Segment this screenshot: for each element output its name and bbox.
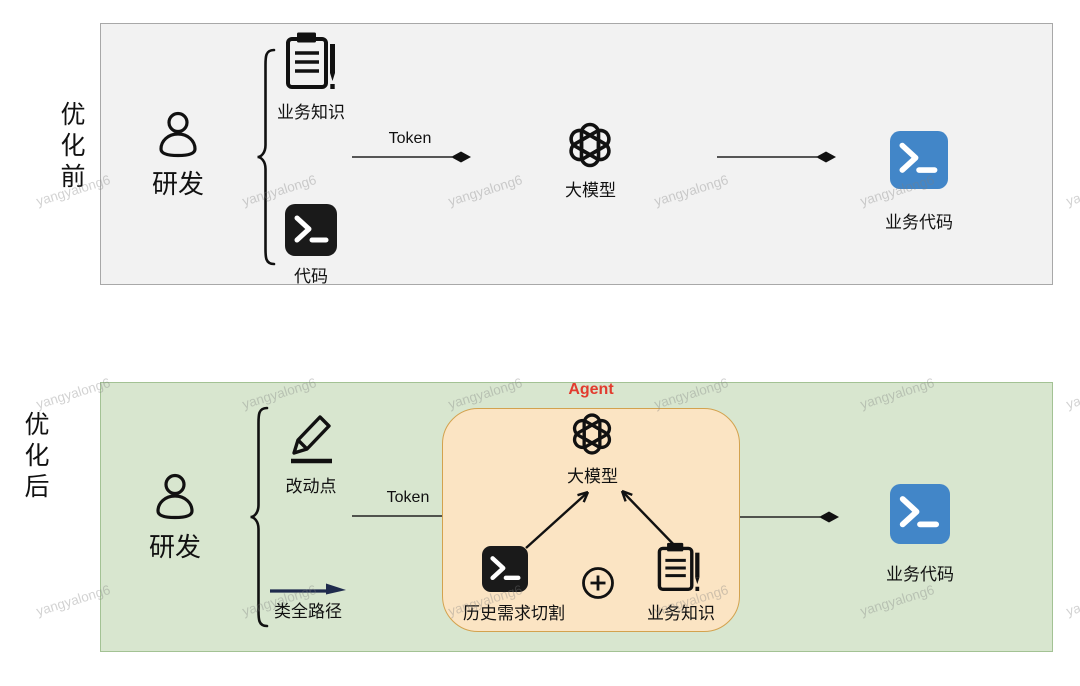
brace-icon	[256, 48, 278, 266]
person-icon	[150, 111, 206, 163]
terminal-icon	[285, 204, 337, 256]
output-label-before: 业务代码	[885, 213, 953, 232]
model-label-before: 大模型	[565, 181, 616, 200]
agent-title: Agent	[568, 381, 614, 398]
path-arrow-icon	[268, 580, 348, 598]
tool-to-model-arrows	[518, 484, 688, 556]
person-icon	[147, 473, 203, 525]
token-arrow-label-after: Token	[386, 489, 430, 506]
section-label-before: 优化前	[57, 101, 85, 194]
tool-label-business-knowledge: 业务知识	[647, 604, 715, 623]
openai-logo-icon	[564, 119, 616, 171]
input-label-business-knowledge: 业务知识	[277, 103, 345, 122]
terminal-blue-icon	[890, 131, 948, 189]
brace-icon	[249, 406, 271, 628]
watermark-text: yangyalong6	[1064, 582, 1080, 619]
actor-label-after: 研发	[148, 532, 201, 562]
model-label-after: 大模型	[567, 467, 618, 486]
token-arrow-label-before: Token	[388, 130, 432, 147]
output-arrow-before	[715, 148, 837, 166]
input-label-class-path: 类全路径	[274, 602, 342, 621]
token-arrow	[350, 148, 472, 166]
actor-label-before: 研发	[151, 169, 204, 199]
terminal-icon	[482, 546, 528, 592]
plus-circle-icon	[581, 566, 615, 600]
pencil-icon	[285, 406, 339, 466]
output-arrow-after	[740, 508, 840, 526]
terminal-blue-icon	[890, 484, 950, 544]
clipboard-icon	[284, 31, 338, 93]
clipboard-icon	[656, 541, 702, 595]
openai-logo-icon	[568, 410, 616, 458]
section-label-after: 优化后	[21, 411, 49, 504]
output-label-after: 业务代码	[886, 565, 954, 584]
watermark-text: yangyalong6	[1064, 375, 1080, 412]
watermark-text: yangyalong6	[1064, 172, 1080, 209]
tool-label-history-split: 历史需求切割	[463, 604, 565, 623]
input-label-code: 代码	[294, 267, 328, 286]
input-label-change-points: 改动点	[285, 477, 337, 496]
